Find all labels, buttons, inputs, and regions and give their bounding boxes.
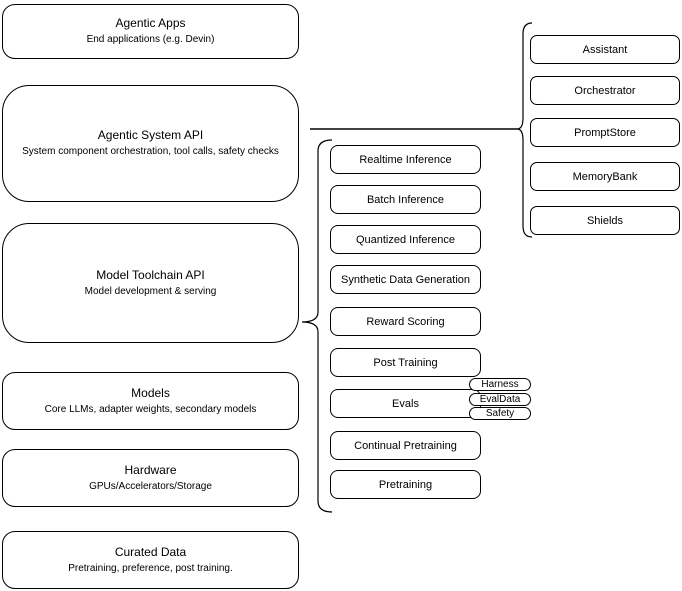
toolchain-item-label: Batch Inference: [366, 193, 445, 206]
layer-box-hardware: Hardware GPUs/Accelerators/Storage: [2, 449, 299, 507]
system-item-label: MemoryBank: [572, 170, 638, 183]
system-item-label: Shields: [586, 214, 624, 227]
layer-subtitle: Pretraining, preference, post training.: [68, 562, 233, 574]
system-item-shields: Shields: [530, 206, 680, 235]
toolchain-group-brace: [301, 139, 333, 513]
evals-tag-evaldata: EvalData: [469, 393, 531, 406]
toolchain-item-post-training: Post Training: [330, 348, 481, 377]
system-item-assistant: Assistant: [530, 35, 680, 64]
toolchain-item-batch-inference: Batch Inference: [330, 185, 481, 214]
toolchain-item-label: Continual Pretraining: [354, 439, 457, 452]
layer-box-agentic-system-api: Agentic System API System component orch…: [2, 85, 299, 202]
evals-tag-safety: Safety: [469, 407, 531, 420]
system-item-label: PromptStore: [574, 126, 636, 139]
layer-subtitle: End applications (e.g. Devin): [86, 34, 215, 45]
toolchain-item-synthetic-data-generation: Synthetic Data Generation: [330, 265, 481, 294]
system-item-label: Assistant: [582, 43, 628, 56]
toolchain-item-label: Evals: [392, 397, 419, 410]
evals-tag-label: Harness: [481, 379, 519, 390]
toolchain-item-label: Quantized Inference: [355, 233, 456, 246]
layer-title: Agentic Apps: [115, 16, 186, 30]
toolchain-item-continual-pretraining: Continual Pretraining: [330, 431, 481, 460]
toolchain-item-label: Realtime Inference: [359, 153, 452, 166]
toolchain-item-label: Post Training: [373, 356, 438, 369]
layer-title: Models: [131, 385, 170, 400]
toolchain-item-quantized-inference: Quantized Inference: [330, 225, 481, 254]
layer-subtitle: GPUs/Accelerators/Storage: [89, 480, 212, 492]
toolchain-item-pretraining: Pretraining: [330, 470, 481, 499]
layer-box-agentic-apps: Agentic Apps End applications (e.g. Devi…: [2, 4, 299, 59]
system-item-memorybank: MemoryBank: [530, 162, 680, 191]
system-item-orchestrator: Orchestrator: [530, 76, 680, 105]
system-item-promptstore: PromptStore: [530, 118, 680, 147]
layer-box-model-toolchain-api: Model Toolchain API Model development & …: [2, 223, 299, 343]
system-item-label: Orchestrator: [574, 84, 636, 97]
layer-subtitle: System component orchestration, tool cal…: [22, 146, 279, 157]
layer-title: Agentic System API: [97, 128, 204, 142]
layer-subtitle: Core LLMs, adapter weights, secondary mo…: [44, 403, 257, 415]
layer-box-curated-data: Curated Data Pretraining, preference, po…: [2, 531, 299, 589]
toolchain-item-realtime-inference: Realtime Inference: [330, 145, 481, 174]
evals-tag-label: EvalData: [479, 394, 521, 405]
layer-title: Curated Data: [114, 544, 187, 559]
layer-title: Hardware: [124, 462, 177, 477]
evals-tag-label: Safety: [485, 408, 515, 419]
toolchain-item-label: Reward Scoring: [366, 315, 445, 328]
layer-subtitle: Model development & serving: [84, 285, 217, 297]
layer-title: Model Toolchain API: [96, 267, 205, 282]
toolchain-item-label: Pretraining: [378, 478, 433, 491]
toolchain-item-label: Synthetic Data Generation: [340, 273, 471, 286]
evals-tag-harness: Harness: [469, 378, 531, 391]
toolchain-item-reward-scoring: Reward Scoring: [330, 307, 481, 336]
layer-box-models: Models Core LLMs, adapter weights, secon…: [2, 372, 299, 430]
toolchain-item-evals: Evals: [330, 389, 481, 418]
